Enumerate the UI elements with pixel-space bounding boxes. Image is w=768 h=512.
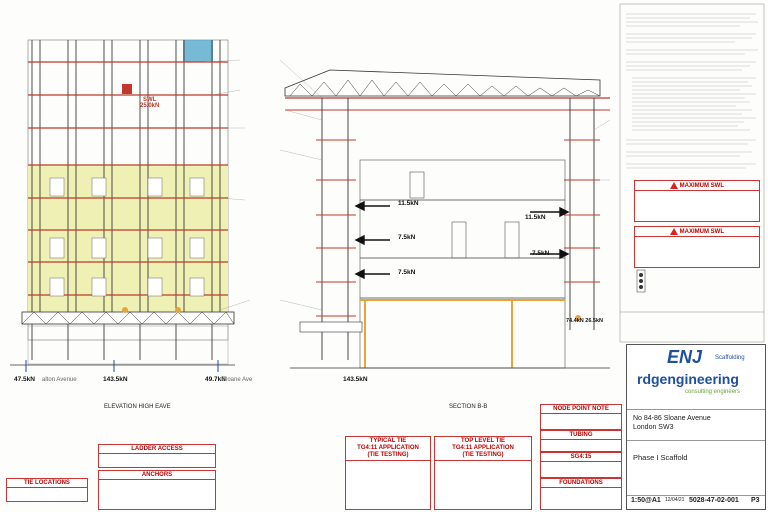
- date-value: 12/04/21: [665, 497, 685, 503]
- company-logo: ENJ: [667, 347, 703, 367]
- section-drawing: [284, 69, 610, 369]
- node-point-note-title: NODE POINT NOTE: [541, 405, 621, 414]
- tie-locations-box: TIE LOCATIONS: [6, 478, 88, 502]
- foundations-title: FOUNDATIONS: [541, 479, 621, 488]
- scale-value: 1:50@A1: [631, 497, 661, 504]
- street-label-left: alton Avenue: [42, 377, 77, 383]
- section-base-load: 143.5kN: [343, 376, 368, 383]
- swl-label: SWL: [143, 97, 157, 103]
- section-tie-load-2: 7.5kN: [398, 234, 416, 241]
- typical-tie-subtitle: TG4:11 APPLICATION: [357, 445, 419, 451]
- warning-icon: [670, 228, 678, 235]
- elevation-load-2: 143.5kN: [103, 376, 128, 383]
- warning-icon: [670, 182, 678, 189]
- node-point-note-box: NODE POINT NOTE: [540, 404, 622, 430]
- section-tie-load-5: 7.5kN: [532, 250, 550, 257]
- section-corner-load: 74.4kN 26.5kN: [566, 318, 603, 324]
- max-swl-title-1: MAXIMUM SWL: [679, 183, 724, 190]
- foundations-box: FOUNDATIONS: [540, 478, 622, 510]
- project-line-2: London SW3: [633, 424, 674, 431]
- top-level-tie-title: TOP LEVEL TIE: [460, 438, 505, 444]
- top-level-tie-subtitle: TG4:11 APPLICATION: [452, 445, 514, 451]
- max-swl-title-2: MAXIMUM SWL: [679, 229, 724, 236]
- top-level-tie-note: (TIE TESTING): [462, 452, 504, 458]
- engineer-logo: rdgengineering: [637, 371, 739, 387]
- elevation-load-1: 47.5kN: [14, 376, 35, 383]
- sg4-box: SG4:15: [540, 452, 622, 478]
- section-title: SECTION B-B: [449, 404, 488, 410]
- street-label-right: Sloane Ave: [222, 377, 253, 383]
- project-line-1: No 84-86 Sloane Avenue: [633, 415, 711, 422]
- elevation-drawing: [10, 39, 235, 372]
- tubing-title: TUBING: [541, 431, 621, 440]
- typical-tie-note: (TIE TESTING): [367, 452, 409, 458]
- max-swl-box-2: MAXIMUM SWL: [634, 226, 760, 268]
- swl-value: 25.0kN: [140, 103, 160, 109]
- tie-locations-title: TIE LOCATIONS: [7, 479, 87, 488]
- section-tie-load-3: 7.5kN: [398, 269, 416, 276]
- tubing-box: TUBING: [540, 430, 622, 452]
- section-tie-load-4: 11.5kN: [525, 214, 546, 221]
- swl-callout: SWL 25.0kN: [140, 97, 159, 109]
- signal-icon: [636, 269, 646, 293]
- typical-tie-title: TYPICAL TIE: [369, 438, 407, 444]
- sg4-title: SG4:15: [541, 453, 621, 462]
- ladder-access-title: LADDER ACCESS: [99, 445, 215, 454]
- company-sub: Scaffolding: [715, 355, 745, 361]
- elevation-title: ELEVATION HIGH EAVE: [104, 404, 171, 410]
- top-level-tie-box: TOP LEVEL TIE TG4:11 APPLICATION (TIE TE…: [434, 436, 532, 510]
- typical-tie-box: TYPICAL TIE TG4:11 APPLICATION (TIE TEST…: [345, 436, 431, 510]
- ladder-access-box: LADDER ACCESS: [98, 444, 216, 468]
- engineer-sub: consulting engineers: [685, 389, 741, 395]
- drawing-title: Phase I Scaffold: [633, 453, 688, 462]
- section-tie-load-1: 11.5kN: [398, 200, 419, 207]
- elevation-load-3: 49.7kN: [205, 376, 226, 383]
- anchors-title: ANCHORS: [99, 471, 215, 480]
- anchors-box: ANCHORS: [98, 470, 216, 510]
- revision: P3: [751, 497, 760, 504]
- notes-panel-frame: [619, 3, 765, 343]
- max-swl-box-1: MAXIMUM SWL: [634, 180, 760, 222]
- title-block: ENJ Scaffolding rdgengineering consultin…: [626, 344, 766, 510]
- drawing-number: 5028-47-02-001: [689, 497, 739, 504]
